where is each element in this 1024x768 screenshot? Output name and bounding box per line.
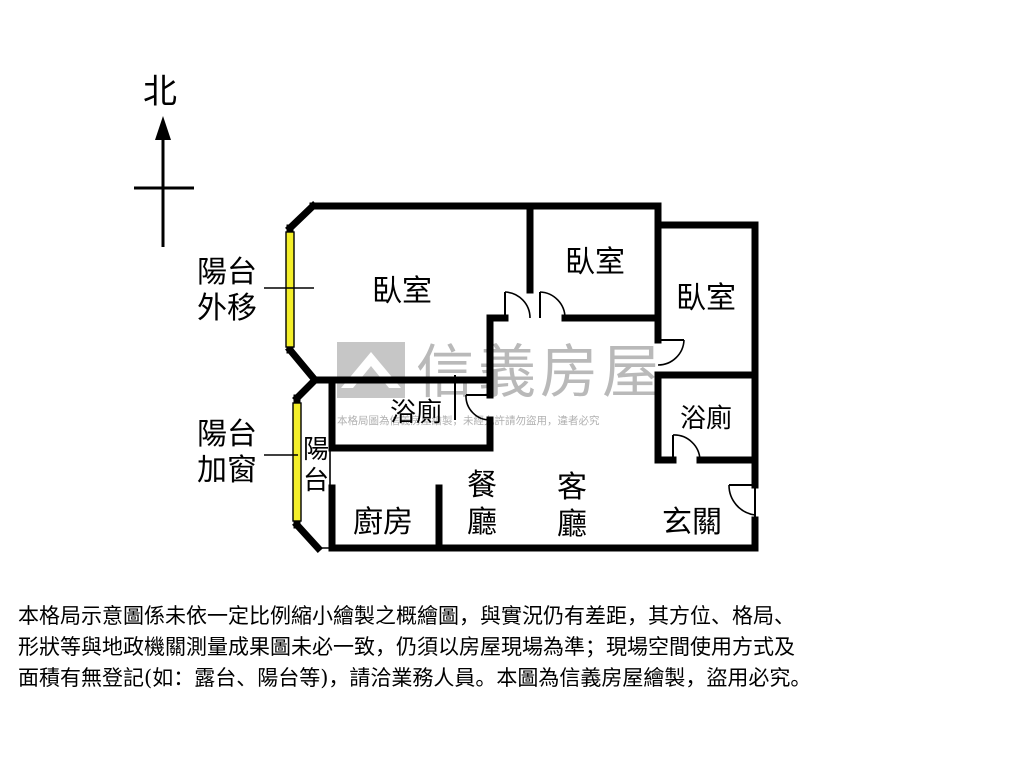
balcony-window-strip bbox=[292, 402, 302, 522]
watermark-brand: 信義房屋 bbox=[416, 338, 664, 406]
room-label-main-bedroom: 臥室 bbox=[372, 274, 432, 309]
callout-balcony-moved-line2: 外移 bbox=[197, 291, 257, 326]
floor-plan: 北 信義房屋 本格局圖為信義房屋繪製，未經允許請勿盜用，違者必究 bbox=[134, 72, 759, 553]
callout-balcony-window: 陽台 加窗 bbox=[197, 417, 298, 488]
room-label-inner-balcony-2: 台 bbox=[303, 466, 329, 496]
door-entrance bbox=[728, 484, 756, 520]
room-label-right-bath: 浴廁 bbox=[680, 404, 732, 434]
room-label-dining-2: 廳 bbox=[467, 505, 497, 540]
room-label-entrance: 玄關 bbox=[662, 505, 722, 540]
watermark-logo-icon bbox=[337, 342, 405, 398]
door-left-bath bbox=[454, 375, 491, 421]
room-label-kitchen: 廚房 bbox=[353, 505, 413, 540]
north-label: 北 bbox=[143, 72, 177, 112]
callout-balcony-window-line1: 陽台 bbox=[197, 417, 257, 452]
doors bbox=[454, 291, 756, 520]
door-right-bath bbox=[672, 434, 701, 461]
room-label-left-bath: 浴廁 bbox=[390, 398, 442, 428]
room-label-dining-1: 餐 bbox=[467, 468, 497, 503]
disclaimer-line-3: 面積有無登記(如：露台、陽台等)，請洽業務人員。本圖為信義房屋繪製，盜用必究。 bbox=[18, 666, 812, 690]
north-compass: 北 bbox=[134, 72, 194, 247]
disclaimer-line-2: 形狀等與地政機關測量成果圖未必一致，仍須以房屋現場為準；現場空間使用方式及 bbox=[18, 635, 795, 659]
room-label-middle-bedroom: 臥室 bbox=[565, 245, 625, 280]
door-main-bedroom bbox=[504, 291, 531, 319]
room-label-right-bedroom: 臥室 bbox=[676, 281, 736, 316]
room-label-living-1: 客 bbox=[557, 470, 587, 505]
door-middle-bedroom bbox=[539, 291, 566, 319]
door-right-bedroom bbox=[657, 339, 685, 366]
watermark-notice: 本格局圖為信義房屋繪製，未經允許請勿盜用，違者必究 bbox=[337, 414, 600, 427]
room-label-living-2: 廳 bbox=[557, 507, 587, 542]
north-arrow-icon bbox=[155, 116, 171, 140]
room-label-inner-balcony-1: 陽 bbox=[303, 435, 329, 465]
balcony-inner-outline bbox=[299, 379, 331, 549]
balcony-moved-strip bbox=[285, 231, 295, 348]
disclaimer-text: 本格局示意圖係未依一定比例縮小繪製之概繪圖，與實況仍有差距，其方位、格局、 形狀… bbox=[18, 601, 1008, 694]
callout-balcony-moved: 陽台 外移 bbox=[197, 255, 314, 326]
callout-balcony-moved-line1: 陽台 bbox=[197, 255, 257, 290]
disclaimer-line-1: 本格局示意圖係未依一定比例縮小繪製之概繪圖，與實況仍有差距，其方位、格局、 bbox=[18, 604, 795, 628]
callout-balcony-window-line2: 加窗 bbox=[197, 453, 257, 488]
